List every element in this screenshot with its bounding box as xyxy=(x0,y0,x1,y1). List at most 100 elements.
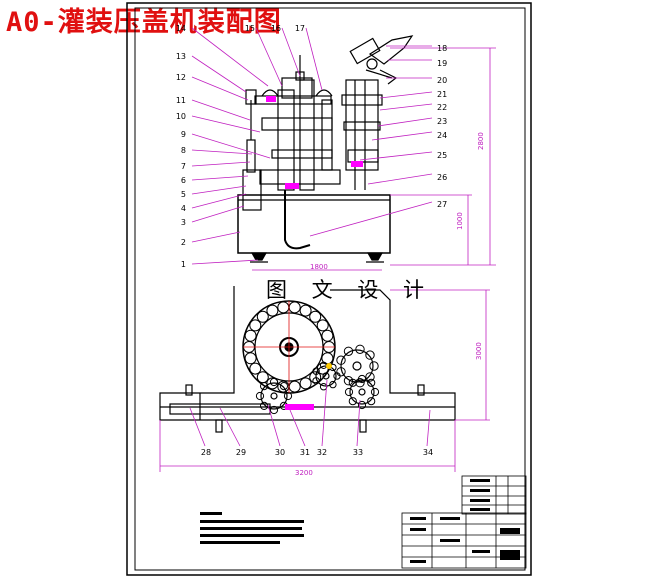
cap-hopper xyxy=(349,37,381,65)
dim-front-width: 1800 xyxy=(310,263,328,271)
left-foot xyxy=(250,252,268,261)
plan-dimension-lines xyxy=(159,289,490,472)
part-label: 14 xyxy=(176,24,186,33)
bottle-pocket xyxy=(309,371,322,384)
plan-view xyxy=(159,286,456,433)
bottle-pocket xyxy=(269,377,279,387)
part-label: 9 xyxy=(181,130,186,139)
part-label: 4 xyxy=(181,204,186,213)
bottle-pocket xyxy=(319,383,328,391)
bottle-pocket xyxy=(367,397,376,406)
bottle-pocket xyxy=(316,319,329,332)
front-dimension-lines xyxy=(252,47,496,271)
right-foot xyxy=(366,252,384,261)
plan-accents xyxy=(243,301,335,410)
bottle-pocket xyxy=(357,374,367,384)
part-label: 26 xyxy=(437,173,447,182)
part-label: 8 xyxy=(181,146,186,155)
leader-lines-left xyxy=(191,27,323,265)
part-label: 15 xyxy=(245,24,255,33)
part-label: 24 xyxy=(437,131,447,140)
dim-front-height: 2800 xyxy=(477,132,485,150)
bottle-pocket xyxy=(255,391,265,401)
bottle-pocket xyxy=(288,380,301,393)
part-label: 2 xyxy=(181,238,186,247)
part-label: 13 xyxy=(176,52,186,61)
part-label: 29 xyxy=(236,448,246,457)
bottle-pocket xyxy=(329,380,337,389)
dim-plan-width: 3200 xyxy=(295,469,313,477)
page-title: A0-灌装压盖机装配图 xyxy=(6,7,282,38)
part-label: 5 xyxy=(181,190,186,199)
part-label: 27 xyxy=(437,200,447,209)
title-block-fill xyxy=(410,479,520,563)
part-label: 34 xyxy=(423,448,433,457)
bottle-pocket xyxy=(357,400,367,410)
bottle-pocket xyxy=(299,377,312,390)
bottle-pocket xyxy=(299,304,312,317)
bottle-pocket xyxy=(370,387,380,397)
part-label: 31 xyxy=(300,448,310,457)
part-label: 28 xyxy=(201,448,211,457)
bottle-rings xyxy=(243,301,380,415)
title-block xyxy=(401,475,527,569)
part-label: 21 xyxy=(437,90,447,99)
bottle-pocket xyxy=(336,355,346,365)
part-label: 20 xyxy=(437,76,447,85)
main-column xyxy=(277,89,295,191)
bottle-pocket xyxy=(321,329,334,342)
capping-wheel xyxy=(340,349,374,383)
leader-lines-bottom xyxy=(189,379,431,447)
bottle-pocket xyxy=(256,310,269,323)
machine-base xyxy=(237,194,391,254)
bottle-pocket xyxy=(343,346,354,356)
bottle-pocket xyxy=(343,376,354,386)
bottle-pocket xyxy=(369,361,379,371)
infeed-screw xyxy=(169,403,271,415)
part-label: 23 xyxy=(437,117,447,126)
bottle-pocket xyxy=(365,372,375,382)
front-view xyxy=(237,35,414,263)
bottle-pocket xyxy=(269,405,279,415)
bottle-pocket xyxy=(279,382,288,391)
filler-tank xyxy=(242,169,262,211)
part-label: 7 xyxy=(181,162,186,171)
part-label: 10 xyxy=(176,112,186,121)
plan-frame xyxy=(159,286,456,421)
bottle-pocket xyxy=(249,362,262,375)
part-label: 25 xyxy=(437,151,447,160)
bottle-pocket xyxy=(333,372,341,380)
bottle-pocket xyxy=(355,344,365,354)
bottle-pocket xyxy=(260,401,269,410)
bottle-pocket xyxy=(312,377,320,385)
bottle-pocket xyxy=(348,397,357,406)
bottle-pocket xyxy=(260,382,269,391)
bottle-pocket xyxy=(244,329,257,342)
transfer-star-right xyxy=(349,379,375,405)
bottle-pocket xyxy=(365,350,375,360)
bottle-pocket xyxy=(266,304,279,317)
technical-notes xyxy=(200,512,304,544)
supply-pipe xyxy=(284,190,311,250)
watermark-text: 图 文 设 计 xyxy=(266,278,434,302)
part-label: 1 xyxy=(181,260,186,269)
transfer-star-left xyxy=(260,382,288,410)
bottle-pocket xyxy=(336,367,346,377)
capping-column xyxy=(345,79,379,171)
bottle-pocket xyxy=(367,378,376,387)
bottle-pocket xyxy=(312,367,320,375)
part-label: 3 xyxy=(181,218,186,227)
part-label: 33 xyxy=(353,448,363,457)
bottle-pocket xyxy=(309,310,322,323)
part-label: 6 xyxy=(181,176,186,185)
part-label: 22 xyxy=(437,103,447,112)
bottle-pocket xyxy=(355,378,365,388)
part-label: 16 xyxy=(271,24,281,33)
bottle-pocket xyxy=(344,387,354,397)
bottle-pocket xyxy=(249,319,262,332)
dim-plan-depth: 3000 xyxy=(475,342,483,360)
